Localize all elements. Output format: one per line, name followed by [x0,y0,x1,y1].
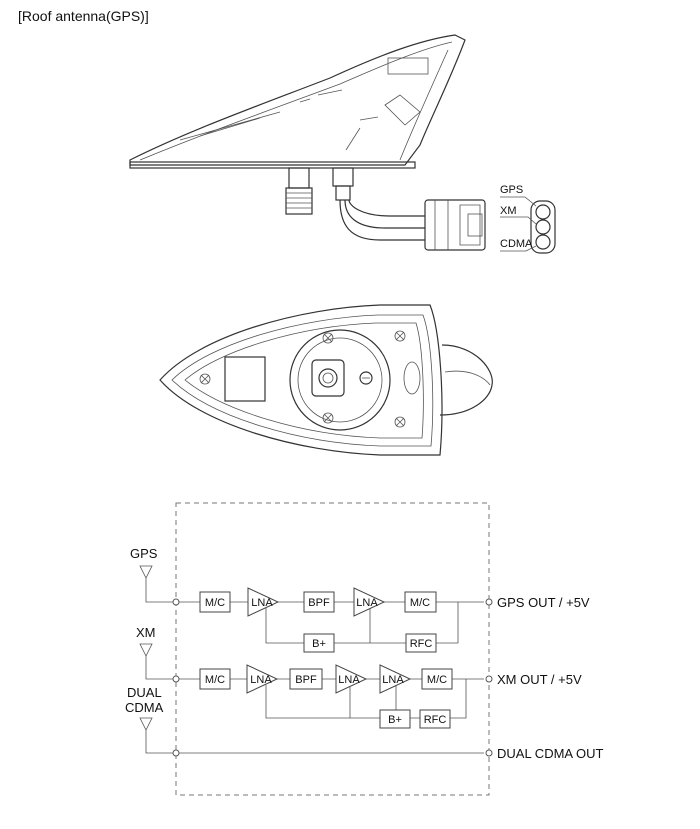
page-title: [Roof antenna(GPS)] [18,8,149,24]
svg-text:LNA: LNA [250,674,272,686]
svg-text:B+: B+ [312,638,326,650]
output-label-cdma: DUAL CDMA OUT [497,746,603,761]
input-label-xm: XM [136,625,156,640]
svg-text:M/C: M/C [205,674,225,686]
gps-lna-1-block: LNA [247,587,280,617]
xm-rfc-block: RFC [419,709,451,729]
output-label-gps: GPS OUT / +5V [497,595,590,610]
svg-text:BPF: BPF [308,597,330,609]
antenna-bottom-view [159,304,493,456]
pin-label-gps: GPS [500,184,523,196]
svg-text:M/C: M/C [205,597,225,609]
pin-label-xm: XM [500,205,517,217]
svg-text:LNA: LNA [338,674,360,686]
gps-rfc-block: RFC [405,633,437,653]
gps-mc-in-block: M/C [199,591,231,613]
svg-text:LNA: LNA [382,674,404,686]
xm-mc-out-block: M/C [421,668,453,690]
gps-antenna-icon [139,565,176,603]
svg-text:RFC: RFC [410,638,433,650]
pin-label-cdma: CDMA [500,238,533,250]
xm-antenna-icon [139,643,176,680]
input-label-cdma: CDMA [125,700,164,715]
gps-mc-out-block: M/C [404,591,437,613]
gps-bpf-block: BPF [303,591,335,613]
xm-mc-in-block: M/C [199,668,231,690]
xm-lna-2-block: LNA [335,664,368,694]
xm-lna-1-block: LNA [246,664,279,694]
svg-text:BPF: BPF [295,674,317,686]
svg-text:B+: B+ [388,714,402,726]
svg-text:RFC: RFC [424,714,447,726]
block-schematic: GPS XM DUAL CDMA M/C LNA [125,502,603,796]
svg-text:LNA: LNA [356,597,378,609]
svg-text:M/C: M/C [410,597,430,609]
input-label-gps: GPS [130,546,158,561]
gps-lna-2-block: LNA [353,587,386,617]
svg-text:LNA: LNA [251,597,273,609]
antenna-side-view [129,34,486,251]
gps-bplus-block: B+ [303,633,335,653]
xm-bplus-block: B+ [379,709,411,729]
xm-lna-3-block: LNA [379,664,412,694]
connector-pin-diagram: GPS XM CDMA [500,184,556,254]
output-label-xm: XM OUT / +5V [497,672,582,687]
cdma-antenna-icon [139,717,176,754]
input-label-dual: DUAL [127,685,162,700]
xm-bpf-block: BPF [289,668,323,690]
svg-text:M/C: M/C [427,674,447,686]
